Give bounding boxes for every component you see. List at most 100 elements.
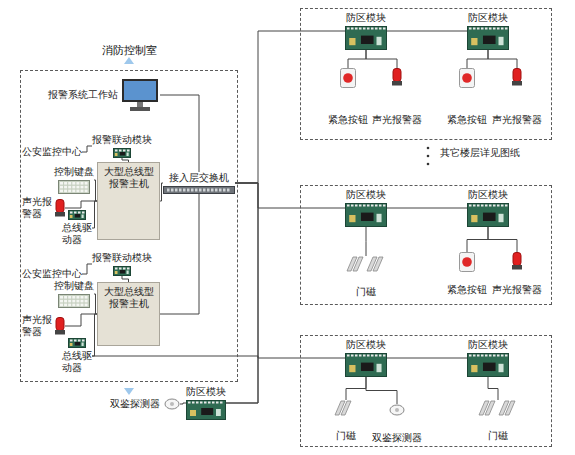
icon-part — [115, 150, 118, 152]
icon-part — [64, 186, 67, 189]
icon-part — [188, 402, 191, 404]
icon-part — [207, 189, 210, 192]
icon-part — [55, 212, 65, 217]
police-center: 公安监控中心 — [22, 268, 82, 280]
icon-part — [191, 189, 194, 192]
icon-part — [477, 28, 480, 30]
icon-part — [341, 69, 356, 88]
zone-module: 防区模块 — [345, 189, 387, 227]
icon-part — [485, 205, 488, 207]
strobe-siren: 声光报警器 — [22, 314, 65, 338]
icon-part — [359, 28, 362, 30]
icon-part — [469, 355, 472, 357]
module-icon — [467, 26, 509, 50]
icon-part — [114, 149, 131, 158]
module-icon — [68, 338, 86, 348]
ellipsis-dot — [427, 155, 430, 158]
icon-part — [499, 37, 504, 45]
icon-part — [70, 343, 73, 346]
node-label: 防区模块 — [346, 189, 386, 201]
floor-region: 防区模块防区模块门磁双鉴探测器门磁 — [300, 335, 552, 447]
linkage-module: 报警联动模块 — [92, 252, 152, 276]
icon-part — [481, 205, 484, 207]
icon-part — [219, 189, 222, 192]
icon-part — [393, 69, 401, 82]
switch-icon — [163, 186, 235, 194]
icon-part — [395, 408, 399, 412]
icon-part — [114, 267, 131, 276]
node-label: 报警联动模块 — [92, 134, 152, 146]
icon-part — [497, 355, 500, 357]
icon-part — [485, 401, 495, 415]
icon-part — [195, 189, 198, 192]
icon-part — [72, 300, 75, 303]
door-contact: 门磁 — [478, 400, 518, 442]
siren-icon — [512, 252, 522, 270]
icon-part — [220, 402, 223, 404]
node-label: 紧急按钮 — [328, 114, 368, 126]
icon-part — [60, 182, 63, 185]
zone-module: 防区模块 — [467, 12, 509, 50]
module-icon — [113, 266, 131, 276]
bus-driver: 总线驱动器 — [62, 338, 92, 374]
icon-part — [473, 205, 476, 207]
icon-part — [497, 205, 500, 207]
icon-part — [361, 363, 374, 371]
icon-part — [72, 186, 75, 189]
icon-part — [115, 268, 118, 270]
icon-part — [203, 189, 206, 192]
icon-part — [383, 205, 386, 207]
icon-part — [60, 296, 63, 299]
icon-part — [355, 28, 358, 30]
icon-part — [351, 205, 354, 207]
door-contact: 门磁 — [346, 256, 386, 298]
icon-part — [120, 270, 125, 274]
control-room-region: 消防控制室报警系统工作站公安监控中心报警联动模块控制键盘大型总线型报警主机接入层… — [20, 70, 238, 382]
icon-part — [64, 190, 67, 193]
icon-part — [82, 212, 85, 214]
alarm-host-box: 大型总线型报警主机 — [97, 162, 160, 240]
node-label: 双鉴探测器 — [372, 432, 422, 444]
icon-part — [377, 364, 382, 372]
strobe-siren: 声光报警器 — [22, 196, 65, 220]
icon-part — [192, 402, 195, 404]
node-label: 消防控制室 — [21, 44, 237, 57]
linkage-module: 报警联动模块 — [92, 134, 152, 158]
icon-part — [501, 28, 504, 30]
bus-wire — [346, 377, 366, 400]
icon-part — [60, 186, 63, 189]
icon-part — [74, 212, 77, 214]
icon-part — [371, 28, 374, 30]
icon-part — [379, 28, 382, 30]
bus-wire — [387, 358, 467, 359]
icon-part — [201, 408, 213, 415]
bus-driver: 总线驱动器 — [62, 210, 92, 246]
icon-part — [122, 79, 158, 102]
icon-part — [85, 190, 88, 193]
icon-part — [379, 205, 382, 207]
node-label: 控制键盘 — [54, 166, 94, 178]
icon-part — [513, 69, 521, 82]
icon-part — [512, 265, 522, 270]
icon-part — [179, 189, 182, 192]
icon-part — [223, 189, 226, 192]
icon-part — [477, 355, 480, 357]
icon-part — [76, 190, 79, 193]
icon-part — [505, 355, 508, 357]
button-icon — [340, 68, 356, 88]
icon-part — [64, 182, 67, 185]
siren-icon — [55, 199, 65, 217]
icon-part — [82, 343, 84, 347]
icon-part — [485, 28, 488, 30]
icon-part — [60, 190, 63, 193]
icon-part — [349, 38, 355, 45]
icon-part — [347, 205, 350, 207]
icon-part — [483, 36, 496, 44]
module-icon — [186, 400, 226, 420]
icon-part — [127, 153, 129, 157]
access-switch: 接入层交换机 — [163, 172, 235, 194]
icon-part — [483, 363, 496, 371]
node-label: 公安监控中心 — [22, 268, 82, 280]
icon-part — [175, 189, 178, 192]
bus-wire — [366, 50, 397, 68]
